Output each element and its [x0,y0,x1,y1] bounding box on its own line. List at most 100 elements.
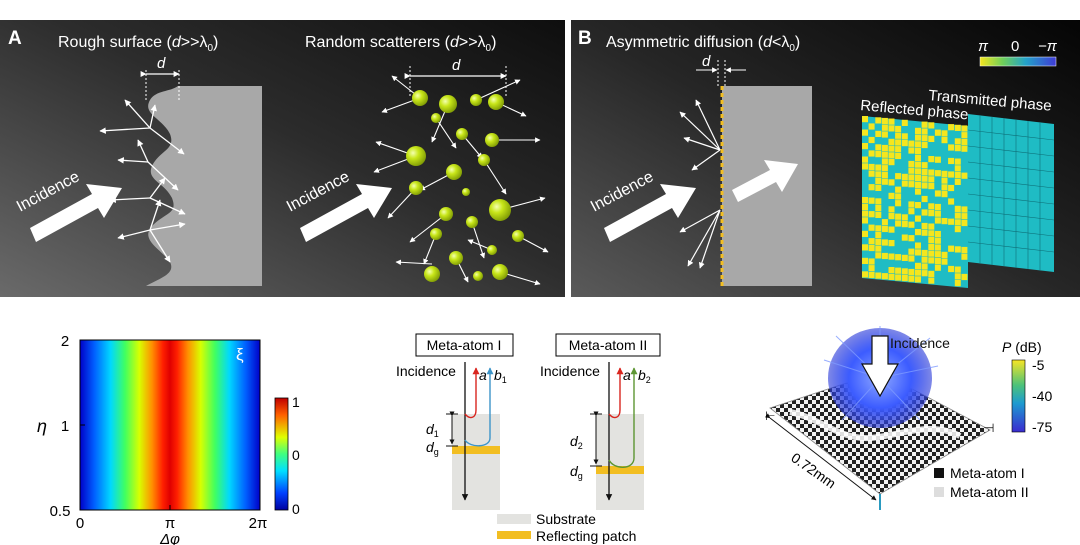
panel-b: B Asymmetric diffusion (d<λ0) π 0 −π d I… [571,20,1080,297]
reflected-phase-cell [881,171,888,179]
reflected-phase-cell [908,160,915,168]
panel-c: ξ 2 1 0.5 η 0 π 2π Δφ 1 0 0 [37,333,300,545]
reflected-phase-cell [895,186,902,193]
d1-label: d1 [426,421,439,439]
reflected-phase-cell [908,201,915,208]
reflected-phase-cell [954,205,961,212]
reflected-phase-cell [862,244,868,251]
reflecting-patch-2 [596,466,644,474]
reflected-phase-cell [961,132,968,139]
reflected-phase-cell [928,203,935,210]
reflected-phase-cell [875,211,882,218]
reflected-phase-cell [875,198,882,205]
reflected-phase-cell [921,141,928,149]
reflected-phase-cell [881,165,888,172]
dg-label-2: dg [570,463,583,481]
reflected-phase-cell [934,210,941,217]
reflected-phase-cell [954,165,961,172]
reflected-phase-cell [875,245,882,252]
reflected-phase-cell [888,179,895,186]
reflected-phase-cell [915,141,921,148]
reflected-phase-cell [868,136,875,144]
reflected-phase-cell [862,143,868,150]
reflected-phase-cell [941,170,948,177]
reflected-phase-cell [895,125,902,133]
diffusion-rays [679,99,721,269]
meta-atom-2-legend-label: Meta-atom II [950,484,1029,500]
reflecting-patch-1 [452,446,500,454]
xi-label: ξ [236,345,244,364]
p-colorbar-title: P (dB) [1002,339,1042,355]
reflected-phase-cell [954,138,961,145]
rough-surface [146,86,262,286]
incidence-arrow-scatterers [300,184,392,242]
reflected-phase-cell [954,172,961,179]
reflected-phase-cell [915,154,921,161]
reflected-phase-cell [928,183,935,190]
reflected-phase-cell [928,277,935,284]
reflected-phase-cell [908,255,915,262]
reflected-phase-cell [934,156,941,163]
reflected-phase-cell [915,276,921,283]
reflected-phase-cell [928,156,935,163]
meta-atom-1-title: Meta-atom I [427,337,502,353]
reflected-phase-cell [888,152,895,159]
reflected-phase-cell [875,225,882,232]
reflected-phase-cell [954,145,961,152]
reflected-phase-cell [862,163,868,170]
reflected-phase-cell [915,262,921,269]
reflected-phase-cell [928,210,935,217]
reflected-phase-cell [881,131,888,138]
meta-atom-2-title: Meta-atom II [569,337,648,353]
reflected-phase-cell [875,171,882,178]
y-tick-0.5: 0.5 [50,503,71,520]
rough-surface-title: Rough surface (d>>λ0) [58,34,218,54]
reflected-phase-cell [875,117,882,124]
reflected-phase-cell [921,209,928,216]
reflected-phase-cell [888,240,895,247]
reflected-phase-cell [954,246,961,253]
p-colorbar [1011,359,1026,433]
reflected-phase-cell [961,206,968,213]
reflected-phase-cell [934,129,941,136]
reflected-phase-cell [934,264,941,271]
x-tick-0: 0 [76,515,84,532]
reflected-phase-cell [921,135,928,142]
reflected-phase-cell [901,180,908,187]
reflected-phase-cell [921,175,928,182]
reflected-phase-cell [915,269,921,276]
x-axis-label: Δφ [159,531,180,545]
reflected-phase-cell [928,223,935,230]
reflected-phase-cell [961,138,968,146]
reflected-phase-cell [908,181,915,188]
substrate-legend-label: Substrate [536,511,596,527]
reflected-phase-cell [961,246,968,254]
reflected-phase-cell [895,152,902,160]
transmitted-arrow [732,160,798,202]
y-tick-2: 2 [61,333,69,350]
reflected-phase-cell [888,138,895,145]
reflected-phase-cell [915,249,921,256]
reflected-phase-cell [862,257,868,264]
reflected-phase-cell [921,168,928,176]
reflected-phase-cell [881,239,888,246]
incidence-arrow-b [604,184,696,242]
reflected-phase-cell [901,221,908,228]
reflected-phase-cell [948,157,955,165]
p-tick-mid: -40 [1032,388,1052,404]
reflected-phase-cell [928,243,935,250]
meta-atom-1-legend-label: Meta-atom I [950,465,1025,481]
reflected-phase-cell [875,205,882,212]
reflected-phase-cell [921,249,928,257]
reflected-phase-cell [961,145,968,152]
meta-atom-2-box [555,333,661,357]
reflected-phase-cell [868,197,875,204]
reflected-phase-cell [862,129,868,136]
reflected-phase-cell [954,280,961,287]
reflected-phase-cell [908,147,915,154]
reflected-phase-cell [915,242,921,249]
reflected-phase-cell [862,271,868,278]
reflected-phase-cell [921,128,928,135]
reflected-phase-cell [888,125,895,132]
rough-d-label: d [157,55,166,72]
